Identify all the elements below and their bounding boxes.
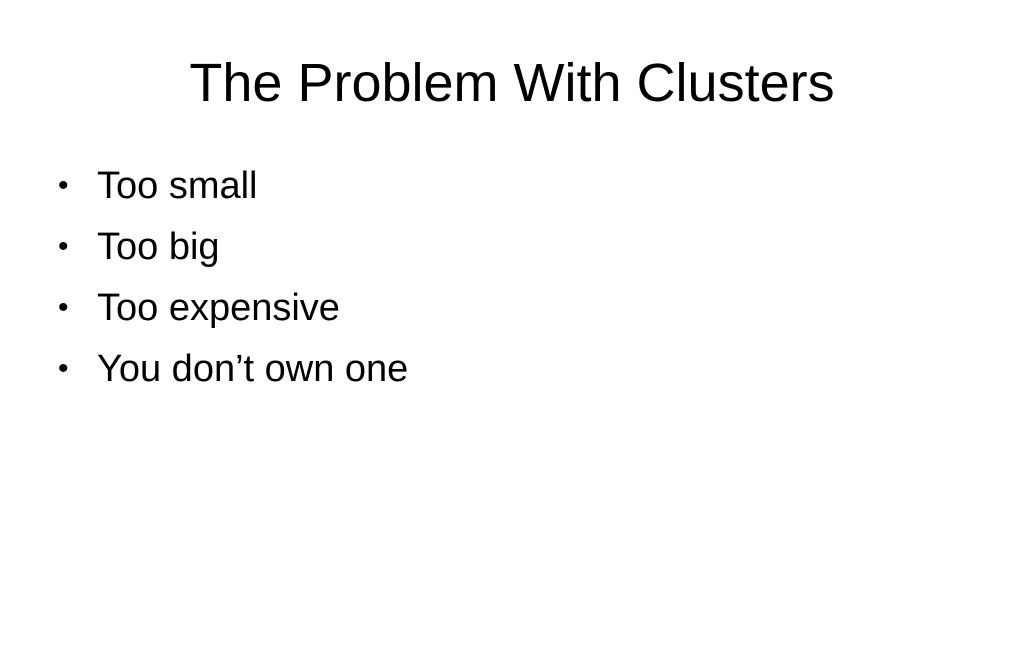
slide-title: The Problem With Clusters: [189, 53, 835, 113]
bullet-icon: •: [58, 230, 69, 263]
bullet-text: Too big: [97, 226, 220, 268]
bullet-text: Too small: [97, 165, 258, 207]
bullet-text: Too expensive: [97, 287, 340, 329]
bullet-icon: •: [58, 352, 69, 385]
bullet-icon: •: [58, 291, 69, 324]
bullet-text: You don’t own one: [97, 348, 409, 390]
bullet-icon: •: [58, 169, 69, 202]
